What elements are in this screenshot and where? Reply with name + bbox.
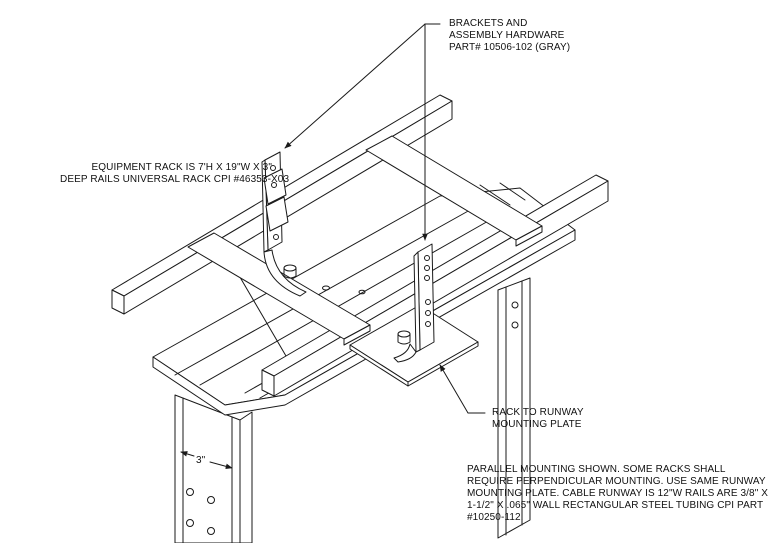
note-line: PARALLEL MOUNTING SHOWN. SOME RACKS SHAL… <box>467 464 726 475</box>
rack-hole <box>512 302 518 308</box>
brackets-callout-line: ASSEMBLY HARDWARE <box>449 30 565 41</box>
bolt-head <box>398 331 410 337</box>
bolt-head <box>284 265 296 271</box>
note-line: 1-1/2" X .065" WALL RECTANGULAR STEEL TU… <box>467 500 764 511</box>
bracket-side <box>414 252 420 352</box>
equipment-rack-callout-line: EQUIPMENT RACK IS 7'H X 19"W X 3" <box>91 162 272 173</box>
rack-rail-side <box>240 412 252 543</box>
bracket-clamp <box>264 169 286 204</box>
bracket-foot <box>394 344 416 362</box>
equipment-rack-callout-line: DEEP RAILS UNIVERSAL RACK CPI #46353-X03 <box>60 174 290 185</box>
rack-hole <box>512 322 518 328</box>
rack-top-frame-lip <box>153 230 575 415</box>
bracket-right <box>394 244 434 362</box>
runway-rung-edge <box>516 226 542 246</box>
dimension-line <box>180 451 194 457</box>
bracket-side <box>262 160 268 252</box>
bracket-left <box>262 152 365 296</box>
rack-hole <box>187 520 194 527</box>
bracket-hole <box>271 166 276 171</box>
leader-mounting-plate <box>440 364 485 413</box>
bolt-hole <box>323 286 330 290</box>
bolt-body <box>398 334 410 344</box>
bracket-hole <box>426 300 431 305</box>
equipment-rack <box>153 183 575 543</box>
note-line: REQUIRE PERPENDICULAR MOUNTING. USE SAME… <box>467 476 766 487</box>
dimension-line <box>210 462 233 470</box>
parallel-mounting-note: PARALLEL MOUNTING SHOWN. SOME RACKS SHAL… <box>467 464 768 524</box>
bracket-foot <box>264 250 306 296</box>
mounting-plate-callout-line: RACK TO RUNWAY <box>492 407 584 418</box>
rack-frame-line <box>500 183 525 200</box>
rack-frame-line <box>480 185 510 205</box>
bracket-hole <box>425 276 430 281</box>
rack-front-rail <box>175 395 240 543</box>
note-line: MOUNTING PLATE. CABLE RUNWAY IS 12"W RAI… <box>467 488 768 499</box>
rack-hole <box>208 528 215 535</box>
note-line: #10250-112. <box>467 512 524 523</box>
bracket-hole <box>425 266 430 271</box>
runway-rung-edge <box>344 325 370 345</box>
mounting-plate-callout-line: MOUNTING PLATE <box>492 419 582 430</box>
rack-frame-line <box>175 210 470 375</box>
leader-lines <box>284 24 485 413</box>
rack-frame-line <box>200 220 490 385</box>
mounting-plate <box>350 305 478 386</box>
bracket-hole <box>274 235 279 240</box>
bracket-hole <box>426 322 431 327</box>
rack-hole <box>208 497 215 504</box>
equipment-rack-callout: EQUIPMENT RACK IS 7'H X 19"W X 3" DEEP R… <box>60 162 290 186</box>
mounting-plate-edge <box>408 342 478 386</box>
runway-stringer-left-side <box>124 101 452 314</box>
brackets-callout-line: BRACKETS AND <box>449 18 528 29</box>
bracket-hole <box>425 256 430 261</box>
brackets-callout-line: PART# 10506-102 (GRAY) <box>449 42 571 53</box>
bracket-hole <box>272 183 277 188</box>
bolt-hole <box>359 290 365 294</box>
dimension-3in <box>180 451 233 470</box>
dimension-label: 3" <box>196 455 206 466</box>
bracket-clamp <box>266 197 288 231</box>
brackets-callout: BRACKETS AND ASSEMBLY HARDWARE PART# 105… <box>449 18 570 54</box>
bracket-hole <box>426 311 431 316</box>
bolt-body <box>284 268 296 278</box>
rack-hole <box>187 489 194 496</box>
mounting-plate-callout: RACK TO RUNWAY MOUNTING PLATE <box>492 407 584 431</box>
